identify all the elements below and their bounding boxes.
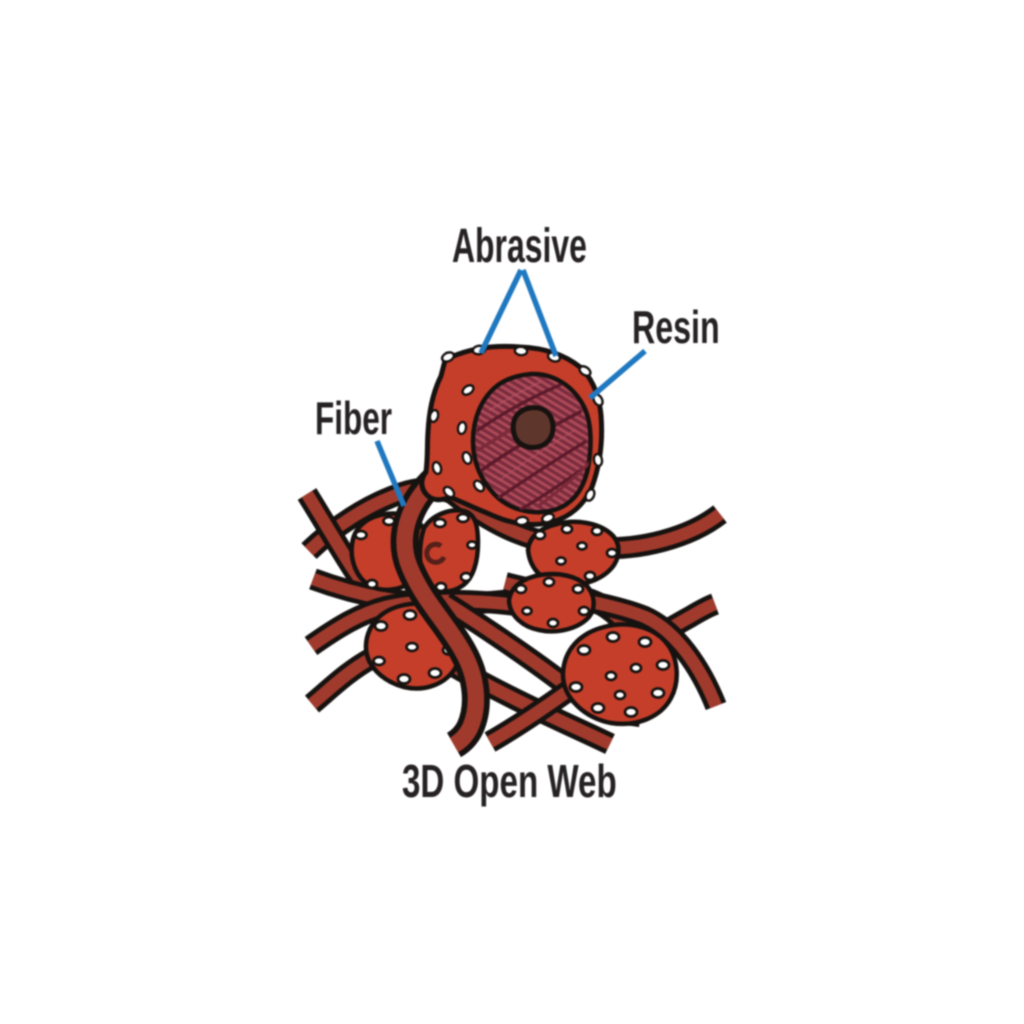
- svg-text:Abrasive: Abrasive: [452, 218, 587, 272]
- svg-text:Fiber: Fiber: [315, 393, 392, 444]
- svg-text:Resin: Resin: [632, 302, 720, 353]
- svg-text:3D Open Web: 3D Open Web: [402, 757, 617, 807]
